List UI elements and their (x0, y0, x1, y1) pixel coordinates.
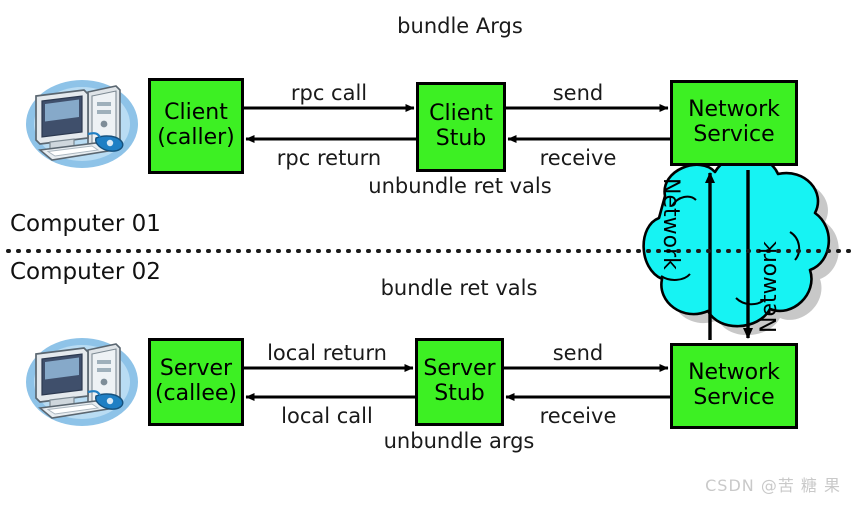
network-downlink-label: Network (757, 241, 782, 333)
annotation-bundle-ret-vals-line2: ret vals (459, 276, 538, 300)
edge-label-rpc-call: rpc call (290, 81, 368, 105)
node-client[interactable]: Client (caller) (148, 78, 244, 174)
node-network-service-top[interactable]: Network Service (670, 80, 798, 166)
node-server[interactable]: Server (callee) (148, 338, 244, 426)
node-client-stub[interactable]: Client Stub (416, 82, 506, 172)
computer-icon-client (26, 80, 138, 168)
node-network-service-bottom-line2: Service (693, 385, 775, 410)
node-network-service-top-line1: Network (688, 97, 780, 123)
node-server-stub[interactable]: Server Stub (415, 338, 504, 426)
computer-icon-server (26, 338, 138, 426)
edge-label-receive-top: receive (539, 146, 617, 170)
annotation-bundle-args-line2: Args (475, 14, 523, 38)
node-network-service-top-line2: Service (693, 122, 775, 147)
annotation-bundle-ret-vals-line1: bundle (380, 276, 453, 300)
network-uplink-label: Network (658, 178, 683, 270)
annotation-unbundle-args: unbundle args (384, 429, 535, 454)
node-server-stub-line1: Server (423, 356, 496, 382)
annotation-bundle-ret-vals: bundle ret vals (381, 276, 538, 301)
edge-label-local-return: local return (267, 341, 387, 365)
node-client-stub-line2: Stub (435, 126, 487, 151)
annotation-bundle-args: bundle Args (397, 14, 523, 39)
annotation-unbundle-args-line2: args (488, 429, 535, 453)
node-server-line2: (callee) (154, 381, 238, 406)
node-network-service-bottom[interactable]: Network Service (670, 343, 798, 429)
node-client-line1: Client (164, 100, 228, 126)
annotation-bundle-args-line1: bundle (397, 14, 470, 38)
watermark: CSDN @苦 糖 果 (705, 476, 841, 495)
edge-label-send-top: send (552, 81, 604, 105)
node-client-stub-line1: Client (429, 101, 493, 127)
edge-label-local-call: local call (281, 404, 373, 428)
annotation-unbundle-args-line1: unbundle (383, 429, 483, 453)
node-network-service-bottom-line1: Network (688, 360, 780, 386)
node-server-stub-line2: Stub (434, 381, 485, 406)
edge-label-receive-bottom: receive (539, 404, 617, 428)
edge-label-send-bottom: send (552, 341, 604, 365)
node-client-line2: (caller) (157, 125, 235, 150)
node-server-line1: Server (159, 356, 233, 382)
section-label-computer-02: Computer 02 (10, 259, 161, 285)
annotation-unbundle-ret-vals-line1: unbundle (368, 174, 467, 198)
edge-label-rpc-return: rpc return (276, 146, 382, 170)
annotation-unbundle-ret-vals-line2: ret vals (473, 174, 552, 198)
annotation-unbundle-ret-vals: unbundle ret vals (368, 174, 551, 199)
section-label-computer-01: Computer 01 (10, 211, 161, 237)
